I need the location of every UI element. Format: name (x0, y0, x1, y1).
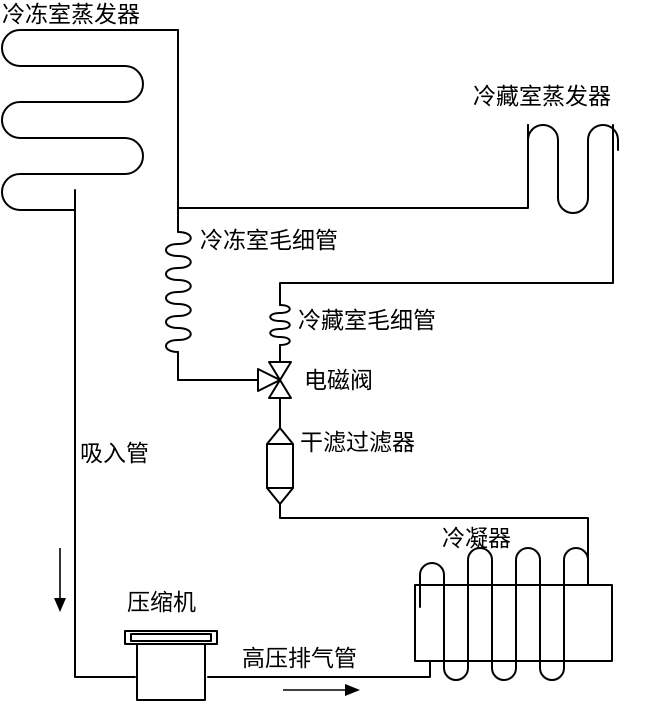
solenoid-valve-top (268, 361, 292, 381)
suction-flow-arrow-head (54, 598, 66, 612)
fridge-evaporator-label: 冷藏室蒸发器 (473, 84, 611, 110)
condenser-tube (419, 547, 589, 681)
discharge-pipe (207, 660, 431, 678)
fridge-capillary-coil (269, 304, 291, 346)
solenoid-valve-left (257, 368, 281, 392)
fridge-evaporator-outlet (279, 124, 614, 306)
dry-filter-label: 干滤过滤器 (300, 430, 415, 456)
freezer-capillary-coil (165, 231, 192, 353)
condenser-frame (414, 584, 613, 662)
suction-pipe (74, 189, 136, 678)
freezer-to-fridge-pipe (177, 29, 529, 209)
freezer-evaporator-coil (1, 29, 179, 211)
freezer-capillary-label: 冷冻室毛细管 (200, 228, 338, 254)
condenser-label: 冷凝器 (442, 526, 511, 552)
filter-to-condenser-pipe (279, 503, 589, 586)
fridge-capillary-label: 冷藏室毛细管 (298, 308, 436, 334)
compressor-body (136, 644, 206, 701)
fridge-evaporator-coil (527, 124, 619, 214)
suction-pipe-label: 吸入管 (80, 441, 149, 467)
freezer-capillary-to-valve (177, 351, 259, 381)
solenoid-valve-label: 电磁阀 (304, 368, 373, 394)
discharge-flow-arrow-head (345, 684, 360, 696)
compressor-cap-inner (130, 633, 212, 642)
compressor-cap-outer (124, 630, 218, 645)
freezer-evaporator-label: 冷冻室蒸发器 (2, 2, 140, 28)
dry-filter (266, 427, 294, 505)
compressor-label: 压缩机 (127, 590, 196, 616)
discharge-pipe-label: 高压排气管 (242, 646, 357, 672)
